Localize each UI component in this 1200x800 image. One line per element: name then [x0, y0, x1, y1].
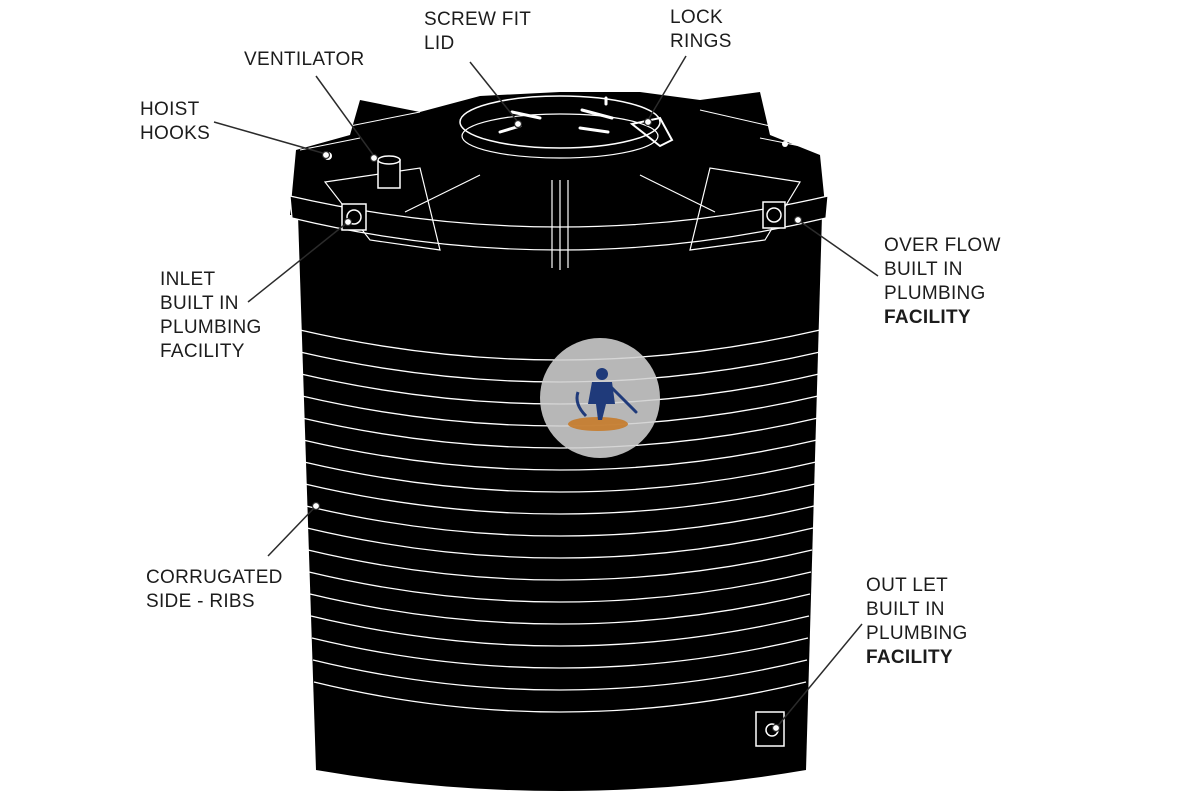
hoist-hook-right [782, 141, 788, 147]
label-over-flow: OVER FLOW BUILT IN PLUMBING FACILITY [884, 234, 1001, 330]
label-text: SIDE - RIBS [146, 591, 255, 612]
label-text: FACILITY [884, 307, 971, 328]
label-hoist-hooks: HOIST HOOKS [140, 98, 210, 146]
leader-lock-rings [647, 55, 687, 121]
top-ribs [404, 174, 716, 270]
label-text: FACILITY [160, 341, 245, 362]
label-ventilator: VENTILATOR [244, 48, 365, 72]
overflow-fitting [762, 201, 786, 229]
label-text: BUILT IN [160, 293, 239, 314]
label-corrugated: CORRUGATED SIDE - RIBS [146, 566, 283, 614]
label-text: FACILITY [866, 647, 953, 668]
label-text: LID [424, 33, 455, 54]
label-text: HOIST [140, 99, 200, 120]
leader-lines [213, 55, 879, 729]
label-lock-rings: LOCK RINGS [670, 6, 732, 54]
label-text: PLUMBING [884, 283, 986, 304]
label-text: LOCK [670, 7, 723, 28]
label-inlet: INLET BUILT IN PLUMBING FACILITY [160, 268, 262, 364]
lid-notches [498, 96, 614, 134]
leader-dots [311, 117, 803, 733]
label-text: VENTILATOR [244, 49, 365, 70]
inlet-fitting [341, 203, 367, 231]
leader-screw-fit-lid [469, 61, 519, 123]
leader-hoist-hooks [213, 121, 327, 155]
tank-illustration [289, 92, 829, 791]
label-text: OUT LET [866, 575, 948, 596]
leader-ventilator [315, 75, 375, 157]
label-text: RINGS [670, 31, 732, 52]
label-text: PLUMBING [866, 623, 968, 644]
label-text: OVER FLOW [884, 235, 1001, 256]
inlet-fitting-hole [346, 209, 362, 225]
ventilator-cap [377, 155, 401, 165]
leader-over-flow [797, 219, 879, 277]
label-screw-fit-lid: SCREW FIT LID [424, 8, 531, 56]
label-text: BUILT IN [884, 259, 963, 280]
overflow-fitting-hole [766, 207, 782, 223]
label-text: HOOKS [140, 123, 211, 144]
leader-corrugated [267, 505, 317, 557]
shoulder-lines [299, 109, 821, 151]
label-text: INLET [160, 269, 216, 290]
worker-cleaning-logo-icon [540, 338, 660, 458]
lid-base [461, 113, 659, 159]
corrugated-ribs [299, 329, 821, 713]
label-text: PLUMBING [160, 317, 262, 338]
label-text: CORRUGATED [146, 567, 283, 588]
lid-top [459, 95, 661, 149]
leader-out-let [775, 623, 863, 729]
label-text: BUILT IN [866, 599, 945, 620]
tank-body [298, 215, 822, 791]
label-text: SCREW FIT [424, 9, 532, 30]
leader-inlet [247, 221, 349, 303]
label-out-let: OUT LET BUILT IN PLUMBING FACILITY [866, 574, 968, 670]
